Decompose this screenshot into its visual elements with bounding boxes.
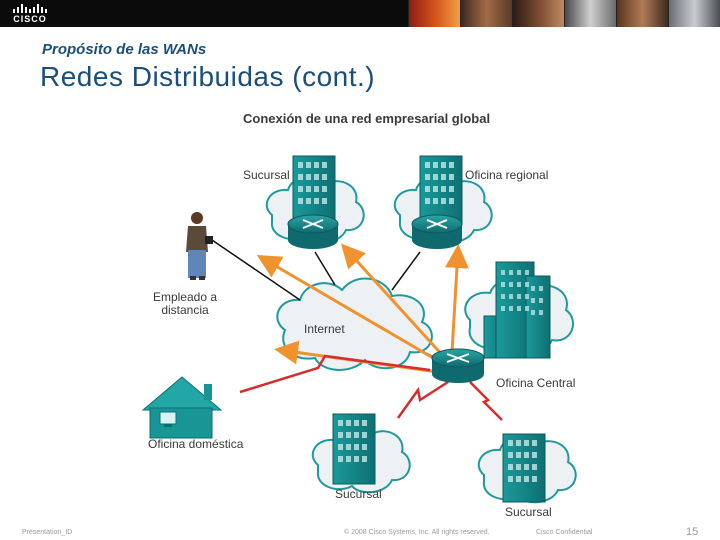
building-branch-top	[292, 155, 336, 225]
wan-bolt	[469, 381, 503, 421]
label-central: Oficina Central	[496, 376, 576, 390]
label-remote-employee: Empleado a distancia	[152, 290, 218, 317]
wan-bolt	[396, 380, 449, 419]
banner-photo	[512, 0, 564, 27]
link-line	[211, 239, 301, 301]
diagram-title: Conexión de una red empresarial global	[243, 111, 491, 126]
logo-text: CISCO	[13, 14, 47, 24]
page-number: 15	[686, 526, 699, 538]
router-icon	[431, 348, 485, 383]
banner-photo	[668, 0, 720, 27]
banner-photo	[460, 0, 512, 27]
slide-subtitle: Propósito de las WANs	[42, 41, 207, 58]
building-central	[483, 261, 551, 359]
top-banner: CISCO	[0, 0, 720, 27]
footer-copyright: © 2008 Cisco Systems, Inc. All rights re…	[344, 529, 490, 536]
link-line	[314, 251, 336, 286]
label-home-office: Oficina doméstica	[148, 437, 244, 451]
vpn-arrow	[444, 244, 469, 353]
cisco-bars-icon	[13, 4, 47, 13]
banner-photo	[408, 0, 460, 27]
banner-photo	[616, 0, 668, 27]
router-icon	[411, 214, 463, 249]
wan-bolt	[239, 354, 431, 394]
banner-photo	[564, 0, 616, 27]
router-icon	[287, 214, 339, 249]
building-branch-bottom	[332, 413, 376, 485]
cisco-logo: CISCO	[10, 4, 50, 24]
building-branch-bottom-right	[502, 433, 546, 503]
label-branch-bottom-right: Sucursal	[505, 505, 552, 519]
banner-photo-strip	[408, 0, 720, 27]
footer-classification: Cisco Confidential	[536, 529, 593, 536]
label-branch-top: Sucursal	[243, 168, 290, 182]
internet-cloud	[276, 277, 433, 371]
building-regional	[419, 155, 463, 225]
home-office-icon	[141, 376, 223, 439]
vpn-arrow	[256, 254, 441, 364]
remote-employee-icon	[186, 212, 213, 280]
label-branch-bottom: Sucursal	[335, 487, 382, 501]
label-regional: Oficina regional	[465, 168, 549, 182]
slide-title: Redes Distribuidas (cont.)	[40, 61, 376, 92]
link-line	[391, 251, 421, 291]
vpn-arrow	[340, 243, 447, 360]
footer-presentation-id: Presentation_ID	[22, 529, 73, 536]
label-internet: Internet	[304, 322, 345, 336]
